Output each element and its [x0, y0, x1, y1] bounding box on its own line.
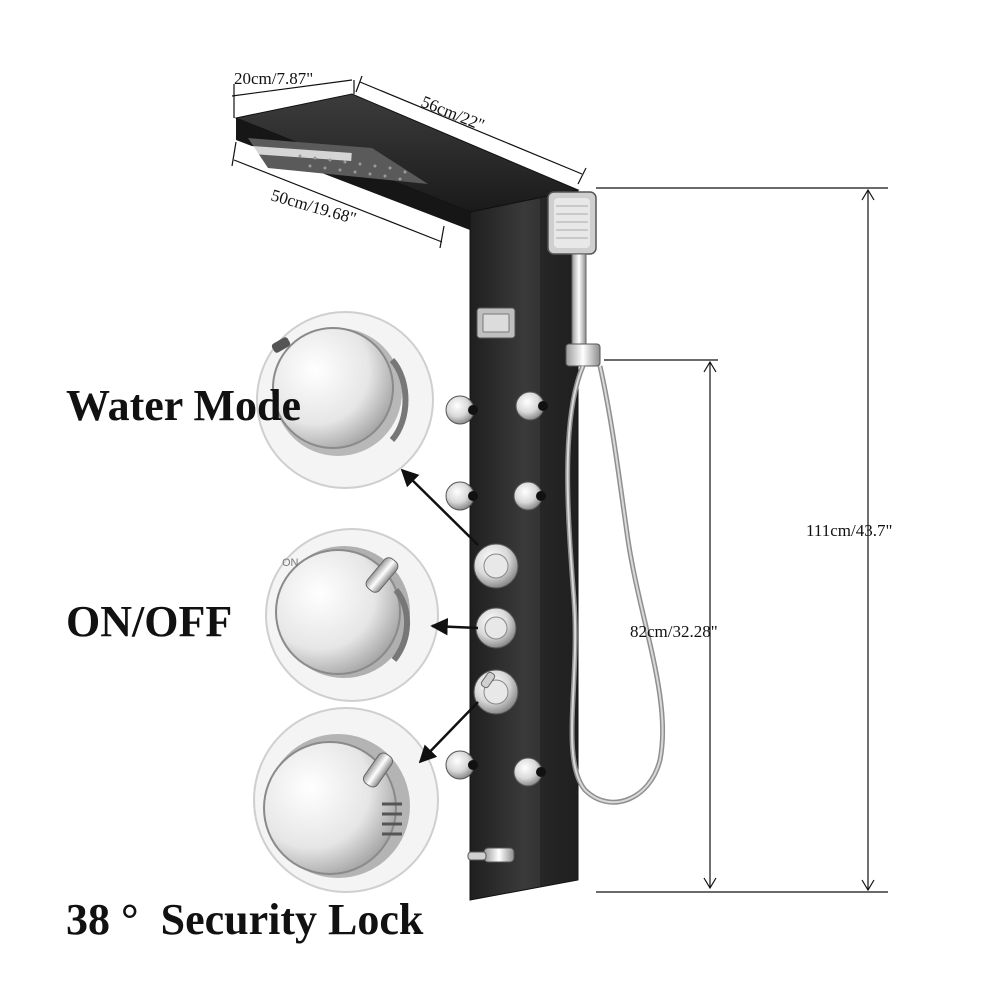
dimension-top-width: [231, 141, 445, 249]
dimension-top-length: [355, 75, 587, 185]
on-mark-label: ON: [282, 557, 299, 569]
tub-spout-icon: [467, 847, 515, 863]
on-off-arrow: [430, 617, 479, 636]
panel-on-off-knob[interactable]: [475, 607, 517, 649]
dimension-total-height: [596, 187, 888, 893]
dimension-total-height-label: 111cm/43.7": [806, 521, 892, 540]
body-jet-icon: [445, 750, 478, 780]
handheld-shower-icon[interactable]: [547, 191, 601, 367]
shower-hose: [565, 365, 666, 805]
body-jet-icon: [513, 481, 546, 511]
water-mode-arrow: [400, 468, 479, 546]
rain-shower-head: [234, 93, 580, 230]
dimension-handheld-height-label: 82cm/32.28": [630, 622, 718, 641]
body-jet-icon: [513, 757, 546, 787]
panel-temperature-knob[interactable]: [473, 669, 519, 715]
dimension-top-depth: [231, 79, 355, 118]
body-jet-icon: [445, 481, 478, 511]
water-mode-knob-callout: [256, 311, 434, 489]
body-jet-icon: [445, 395, 478, 425]
security-lock-label: 38 ° Security Lock: [66, 895, 424, 944]
dimension-handheld-height: [604, 359, 718, 890]
on-off-knob-callout: [265, 528, 439, 702]
dimension-top-depth-label: 20cm/7.87": [234, 69, 313, 88]
panel-water-mode-knob[interactable]: [473, 543, 519, 589]
temperature-lock-knob-callout: [253, 707, 439, 893]
shower-panel-column: [469, 189, 579, 901]
security-lock-arrow: [418, 701, 479, 764]
body-jet-icon: [515, 391, 548, 421]
on-off-label: ON/OFF: [66, 597, 232, 646]
temperature-display: [476, 307, 516, 339]
water-mode-label: Water Mode: [66, 381, 301, 430]
